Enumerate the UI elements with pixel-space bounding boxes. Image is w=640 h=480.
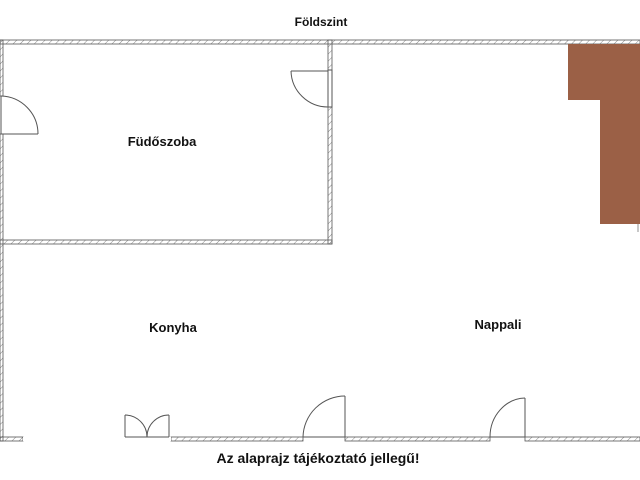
- door-bedroom-nappali: [290, 69, 333, 108]
- floor-title: Földszint: [294, 15, 348, 29]
- room-label-living: Nappali: [474, 317, 522, 332]
- door-kitchen-double: [23, 414, 171, 441]
- door-entrance: [302, 395, 346, 438]
- room-label-bedroom: Füdőszoba: [127, 134, 197, 149]
- outer-wall-bottom-4: [524, 436, 640, 442]
- outer-wall-bottom-2: [170, 436, 304, 442]
- disclaimer: Az alaprajz tájékoztató jellegű!: [216, 450, 420, 466]
- outer-wall-left-lower: [0, 133, 4, 442]
- door-left-bedroom: [0, 95, 39, 135]
- bedroom-wall-bottom: [0, 239, 333, 245]
- doors: [0, 69, 526, 441]
- outer-wall-top: [0, 39, 640, 45]
- walls: [0, 39, 640, 442]
- room-label-kitchen: Konyha: [149, 320, 197, 335]
- bedroom-wall-right-lower: [327, 106, 333, 245]
- outer-wall-bottom-1: [0, 436, 24, 442]
- outer-wall-left-upper: [0, 39, 4, 97]
- bedroom-wall-right-upper: [327, 39, 333, 71]
- outer-wall-bottom-3: [344, 436, 491, 442]
- door-nappali: [489, 397, 526, 438]
- fireplace: [568, 44, 640, 224]
